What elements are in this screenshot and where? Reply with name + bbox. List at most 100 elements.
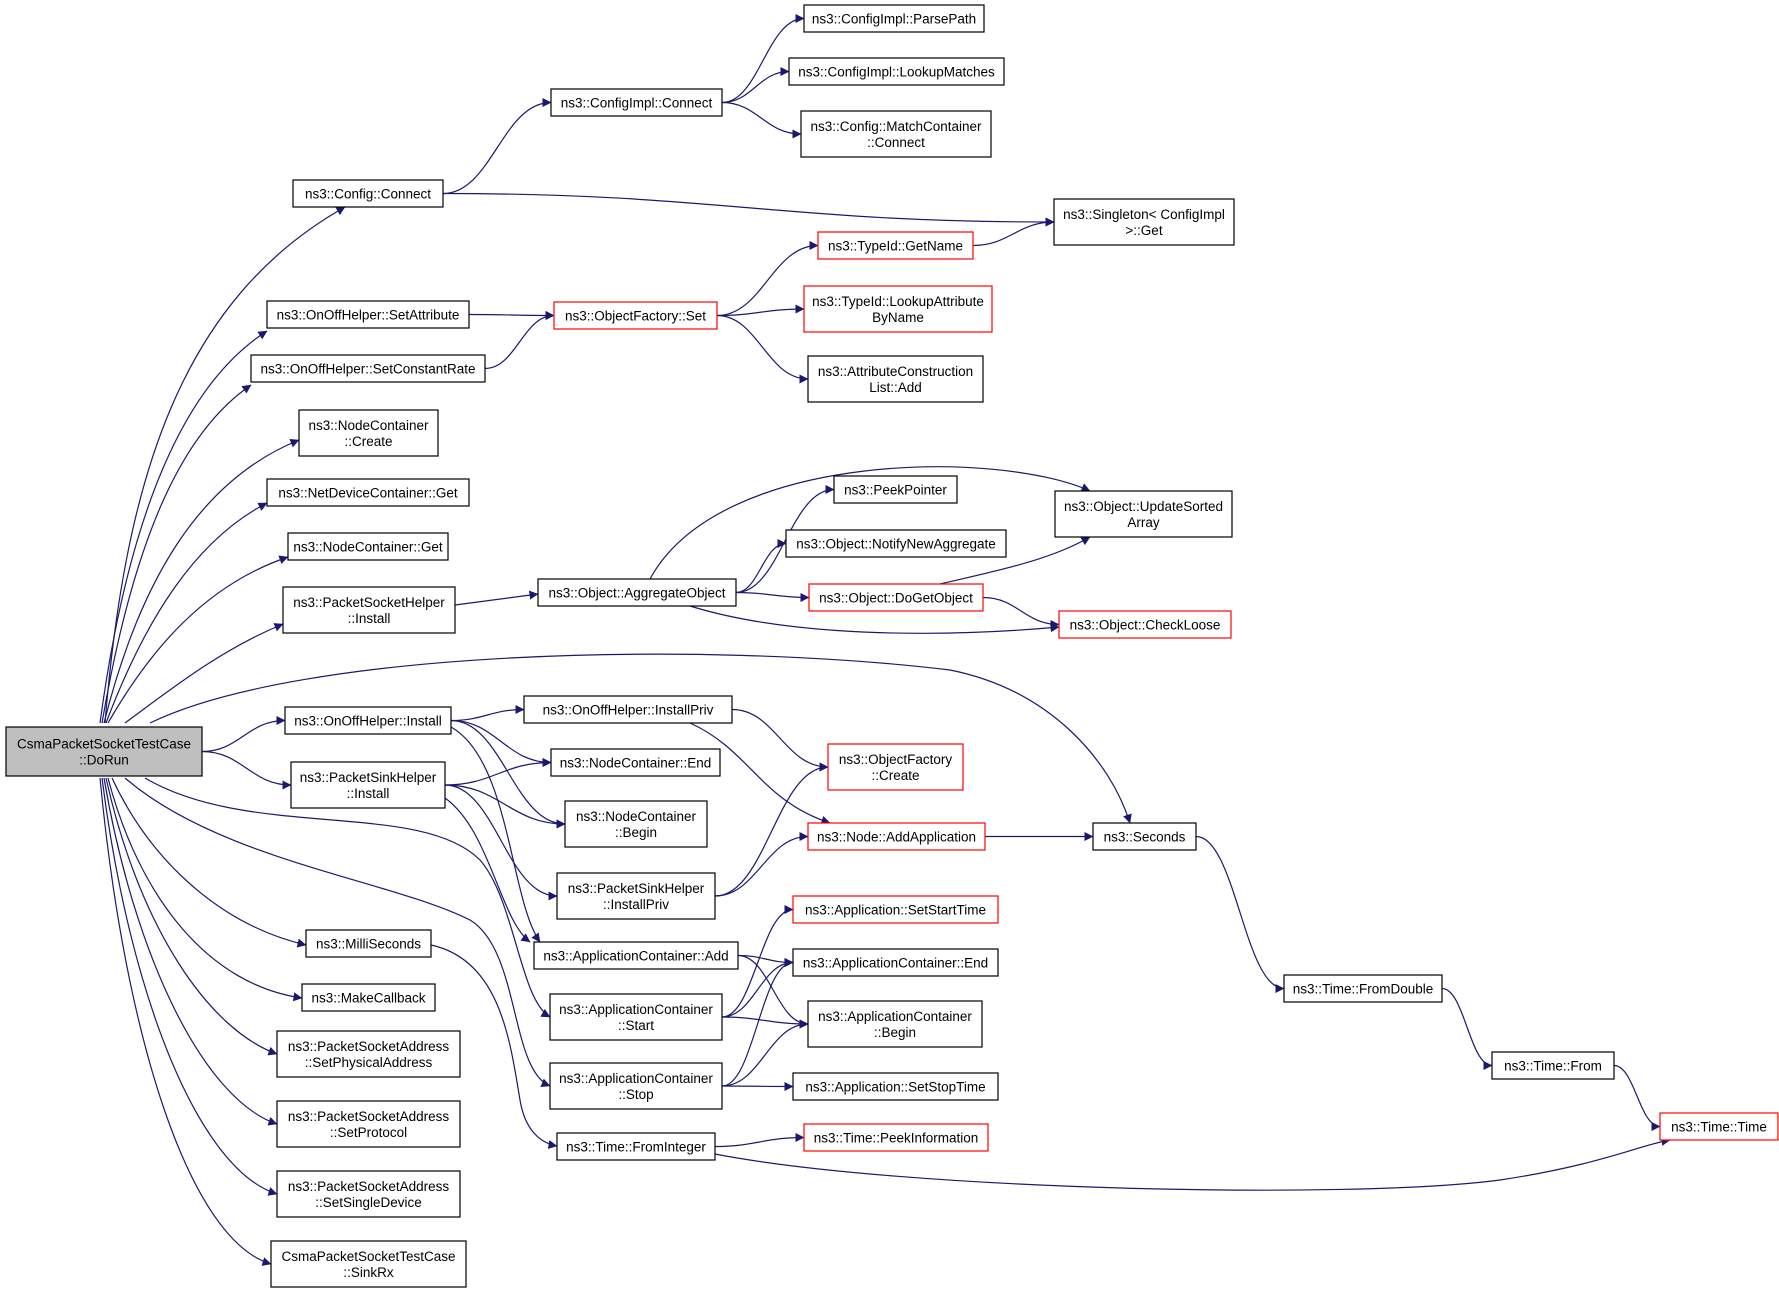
node-node-addapp[interactable]: ns3::Node::AddApplication — [807, 822, 986, 851]
node-psa-proto[interactable]: ns3::PacketSocketAddress::SetProtocol — [276, 1100, 461, 1148]
node-box — [807, 1000, 983, 1048]
node-onoff-setconst[interactable]: ns3::OnOffHelper::SetConstantRate — [250, 354, 486, 383]
node-box — [276, 1030, 461, 1078]
node-objfactory-create[interactable]: ns3::ObjectFactory::Create — [827, 743, 964, 791]
node-appcont-begin[interactable]: ns3::ApplicationContainer::Begin — [807, 1000, 983, 1048]
edge-appcont_add-to-appcont_begin — [737, 954, 809, 1029]
nodes-layer: CsmaPacketSocketTestCase::DoRun ns3::Conf… — [5, 4, 1779, 1288]
edge-root-to-psa_single — [101, 777, 278, 1196]
node-singleton-get[interactable]: ns3::Singleton< ConfigImpl>::Get — [1053, 198, 1235, 246]
edge-time_fromdouble-to-time_from — [1441, 987, 1493, 1070]
node-time-fromdouble[interactable]: ns3::Time::FromDouble — [1283, 974, 1443, 1003]
node-label: ns3::ApplicationContainer — [818, 1009, 972, 1024]
node-label: ns3::Config::MatchContainer — [810, 119, 982, 134]
node-label: ::Begin — [615, 825, 657, 840]
node-cfgimpl-lookup[interactable]: ns3::ConfigImpl::LookupMatches — [788, 57, 1005, 86]
node-obj-dogetobject[interactable]: ns3::Object::DoGetObject — [808, 583, 984, 612]
node-appcont-start[interactable]: ns3::ApplicationContainer::Start — [549, 993, 723, 1041]
node-label: ns3::TypeId::LookupAttribute — [812, 294, 984, 309]
node-psa-phys[interactable]: ns3::PacketSocketAddress::SetPhysicalAdd… — [276, 1030, 461, 1078]
node-root[interactable]: CsmaPacketSocketTestCase::DoRun — [5, 726, 203, 777]
node-peekpointer[interactable]: ns3::PeekPointer — [833, 475, 958, 504]
node-time-peekinfo[interactable]: ns3::Time::PeekInformation — [803, 1123, 989, 1152]
edge-obj_aggregate-to-obj_checkloose — [689, 605, 1060, 634]
node-box — [549, 993, 723, 1041]
node-time-from[interactable]: ns3::Time::From — [1491, 1051, 1615, 1080]
node-box — [1659, 1112, 1779, 1141]
node-obj-aggregate[interactable]: ns3::Object::AggregateObject — [537, 578, 737, 607]
edge-root-to-pktsock_install — [124, 623, 284, 724]
node-pktsock-install[interactable]: ns3::PacketSocketHelper::Install — [282, 586, 456, 634]
edge-root-to-onoff_setconst — [101, 384, 252, 724]
node-box — [803, 4, 985, 33]
node-time-time[interactable]: ns3::Time::Time — [1659, 1112, 1779, 1141]
node-obj-notify[interactable]: ns3::Object::NotifyNewAggregate — [785, 529, 1007, 558]
node-label: ::Install — [347, 786, 390, 801]
node-nodecont-end[interactable]: ns3::NodeContainer::End — [550, 748, 721, 777]
node-nodecont-create[interactable]: ns3::NodeContainer::Create — [298, 409, 439, 457]
node-cfgimpl-connect[interactable]: ns3::ConfigImpl::Connect — [550, 88, 723, 117]
node-cfgimpl-parse[interactable]: ns3::ConfigImpl::ParsePath — [803, 4, 985, 33]
node-pktsink-installpriv[interactable]: ns3::PacketSinkHelper::InstallPriv — [556, 872, 716, 920]
node-pktsink-install[interactable]: ns3::PacketSinkHelper::Install — [290, 761, 446, 809]
node-box — [792, 948, 999, 977]
node-app-setstop[interactable]: ns3::Application::SetStopTime — [792, 1072, 999, 1101]
edge-root-to-seconds — [149, 653, 1132, 824]
node-seconds[interactable]: ns3::Seconds — [1092, 822, 1197, 851]
edge-pktsink_installpriv-to-objfactory_create — [714, 762, 829, 897]
node-box — [276, 1100, 461, 1148]
node-onoff-setattr[interactable]: ns3::OnOffHelper::SetAttribute — [266, 300, 470, 329]
node-obj-checkloose[interactable]: ns3::Object::CheckLoose — [1058, 610, 1232, 639]
node-appcont-add[interactable]: ns3::ApplicationContainer::Add — [533, 941, 739, 970]
node-label: ::SinkRx — [343, 1265, 394, 1280]
node-appcont-stop[interactable]: ns3::ApplicationContainer::Stop — [549, 1062, 723, 1110]
node-typeid-getname[interactable]: ns3::TypeId::GetName — [817, 231, 974, 260]
node-millis[interactable]: ns3::MilliSeconds — [305, 929, 432, 958]
edge-onoff_install-to-nodecont_begin — [450, 719, 566, 829]
node-box — [785, 529, 1007, 558]
node-box — [564, 800, 708, 848]
node-label: ::Install — [348, 611, 391, 626]
node-onoff-install[interactable]: ns3::OnOffHelper::Install — [284, 706, 452, 735]
node-label: ::Create — [871, 768, 919, 783]
node-appcont-end[interactable]: ns3::ApplicationContainer::End — [792, 948, 999, 977]
node-label: ns3::Config::Connect — [305, 187, 431, 202]
node-box — [550, 88, 723, 117]
node-netdev-get[interactable]: ns3::NetDeviceContainer::Get — [266, 478, 470, 507]
node-box — [550, 748, 721, 777]
node-label: ns3::Seconds — [1104, 830, 1186, 845]
node-box — [1491, 1051, 1615, 1080]
node-matchcont-connect[interactable]: ns3::Config::MatchContainer::Connect — [800, 110, 992, 158]
edge-root-to-appcont_stop — [124, 777, 551, 1087]
edge-root-to-netdev_get — [105, 502, 268, 724]
edge-cfgimpl_connect-to-matchcont_connect — [721, 101, 802, 139]
node-box — [270, 1240, 467, 1288]
node-label: ns3::OnOffHelper::SetConstantRate — [260, 362, 475, 377]
node-box — [549, 1062, 723, 1110]
edge-onoff_install-to-appcont_add — [450, 726, 541, 943]
node-app-setstart[interactable]: ns3::Application::SetStartTime — [792, 895, 999, 924]
node-label: ns3::ConfigImpl::ParsePath — [812, 12, 976, 27]
node-makecb[interactable]: ns3::MakeCallback — [301, 983, 436, 1012]
node-sinkrx[interactable]: CsmaPacketSocketTestCase::SinkRx — [270, 1240, 467, 1288]
node-onoff-installpriv[interactable]: ns3::OnOffHelper::InstallPriv — [523, 695, 733, 724]
edge-appcont_stop-to-appcont_begin — [721, 1019, 809, 1087]
edge-onoff_setattr-to-objfactory_set — [468, 310, 555, 320]
node-time-fromint[interactable]: ns3::Time::FromInteger — [556, 1132, 716, 1161]
edge-config_connect-to-singleton_get — [442, 192, 1055, 227]
node-nodecont-begin[interactable]: ns3::NodeContainer::Begin — [564, 800, 708, 848]
edge-obj_aggregate-to-obj_updatesorted — [649, 466, 1091, 580]
node-box — [792, 1072, 999, 1101]
node-psa-single[interactable]: ns3::PacketSocketAddress::SetSingleDevic… — [276, 1170, 461, 1218]
node-box — [298, 409, 439, 457]
edge-root-to-nodecont_get — [107, 555, 289, 724]
node-config-connect[interactable]: ns3::Config::Connect — [292, 179, 444, 208]
node-objfactory-set[interactable]: ns3::ObjectFactory::Set — [553, 301, 718, 330]
node-nodecont-get[interactable]: ns3::NodeContainer::Get — [287, 532, 449, 561]
node-box — [533, 941, 739, 970]
edge-appcont_start-to-app_setstart — [721, 905, 794, 1018]
node-label: CsmaPacketSocketTestCase — [17, 737, 191, 752]
